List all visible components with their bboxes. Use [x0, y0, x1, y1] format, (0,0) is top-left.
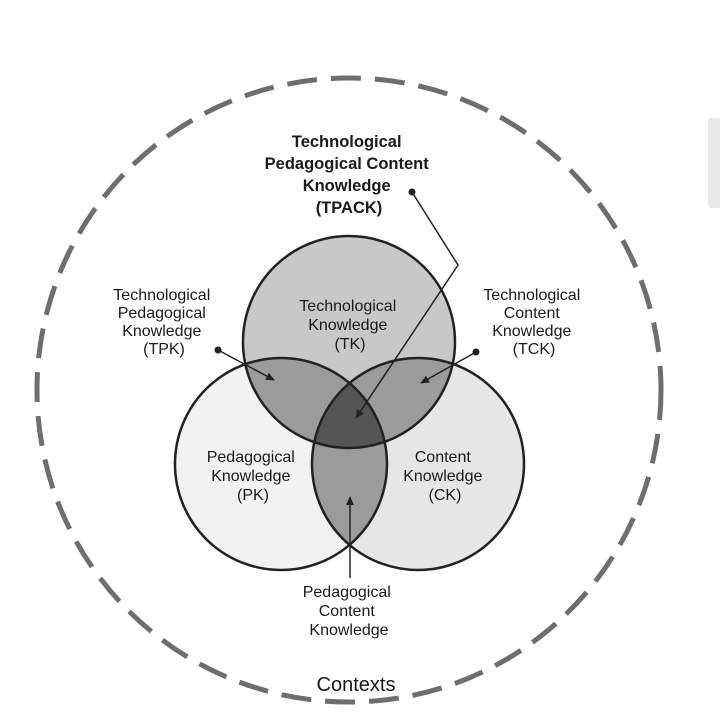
- pck-label: Pedagogical Content Knowledge: [303, 584, 396, 639]
- tk-outline: [241, 234, 457, 450]
- tpack-label-line: (TPACK): [316, 199, 383, 217]
- tpack-leader: [355, 191, 459, 419]
- tpack-label-line: Knowledge: [303, 177, 391, 195]
- tck-label-line: Technological: [483, 287, 580, 304]
- tpk-leader-dot: [214, 346, 222, 354]
- tk-label-line: Knowledge: [308, 317, 387, 334]
- tck-label: Technological Content Knowledge (TCK): [483, 287, 584, 358]
- tpack-label-line: Pedagogical Content: [265, 155, 430, 173]
- ck-outline: [310, 356, 526, 572]
- pck-label-line: Content: [319, 603, 376, 620]
- side-panel-tab[interactable]: [708, 118, 720, 208]
- pck-label-line: Knowledge: [309, 622, 388, 639]
- pk-outline: [173, 356, 389, 572]
- tpack-leader-dot: [408, 188, 416, 196]
- tpk-label: Technological Pedagogical Knowledge (TPK…: [113, 287, 214, 358]
- tck-leader: [420, 351, 477, 384]
- pk-label: Pedagogical Knowledge (PK): [207, 449, 300, 504]
- pk-label-line: Knowledge: [211, 468, 290, 485]
- tpk-leader: [217, 349, 275, 381]
- tpack-label-line: Technological: [292, 133, 402, 151]
- tck-label-line: Knowledge: [492, 323, 571, 340]
- tpk-label-line: Pedagogical: [118, 305, 206, 322]
- pk-label-line: Pedagogical: [207, 449, 295, 466]
- contexts-ring: [34, 75, 664, 705]
- tck-label-line: Content: [504, 305, 561, 322]
- ck-label: Content Knowledge (CK): [403, 449, 487, 504]
- ck-label-line: Knowledge: [403, 468, 482, 485]
- tpack-label: Technological Pedagogical Content Knowle…: [265, 133, 434, 217]
- tpack-overlap: [312, 358, 387, 448]
- tpk-label-line: Technological: [113, 287, 210, 304]
- ck-label-line: Content: [415, 449, 472, 466]
- tck-label-line: (TCK): [513, 341, 556, 358]
- tk-label: Technological Knowledge (TK): [299, 298, 400, 353]
- contexts-label: Contexts: [317, 674, 396, 696]
- tk-label-line: Technological: [299, 298, 396, 315]
- tk-label-line: (TK): [334, 336, 365, 353]
- tpk-label-line: Knowledge: [122, 323, 201, 340]
- ck-label-line: (CK): [429, 487, 462, 504]
- pck-label-line: Pedagogical: [303, 584, 391, 601]
- pk-label-line: (PK): [237, 487, 269, 504]
- tpk-label-line: (TPK): [143, 341, 185, 358]
- tck-leader-dot: [472, 348, 480, 356]
